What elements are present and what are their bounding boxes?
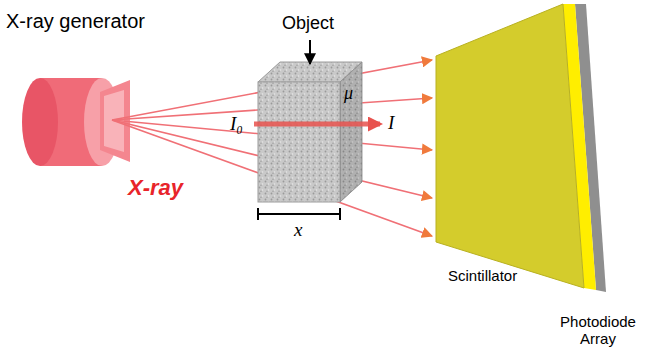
generator-back xyxy=(22,78,58,166)
beam-label: X-ray xyxy=(128,176,183,200)
cube-front xyxy=(258,82,340,202)
attenuation-symbol: μ xyxy=(344,84,353,104)
xray-beams xyxy=(112,60,432,236)
transmitted-intensity: I xyxy=(388,113,394,134)
object-pointer xyxy=(309,40,311,64)
cube-side xyxy=(340,62,362,202)
thickness-label: x xyxy=(294,220,302,241)
cube-side-shade xyxy=(340,62,362,202)
photodiode-label: Photodiode Array xyxy=(550,314,646,347)
attenuated-beam xyxy=(254,122,380,127)
generator-label: X-ray generator xyxy=(6,10,145,32)
detector xyxy=(436,4,606,292)
object-cube xyxy=(258,62,362,202)
xray-generator xyxy=(22,78,130,166)
scintillator-panel xyxy=(436,4,584,288)
incident-intensity: I₀ xyxy=(230,114,243,135)
thickness-bracket xyxy=(258,208,340,220)
scintillator-label: Scintillator xyxy=(448,268,517,285)
object-label: Object xyxy=(282,14,334,34)
